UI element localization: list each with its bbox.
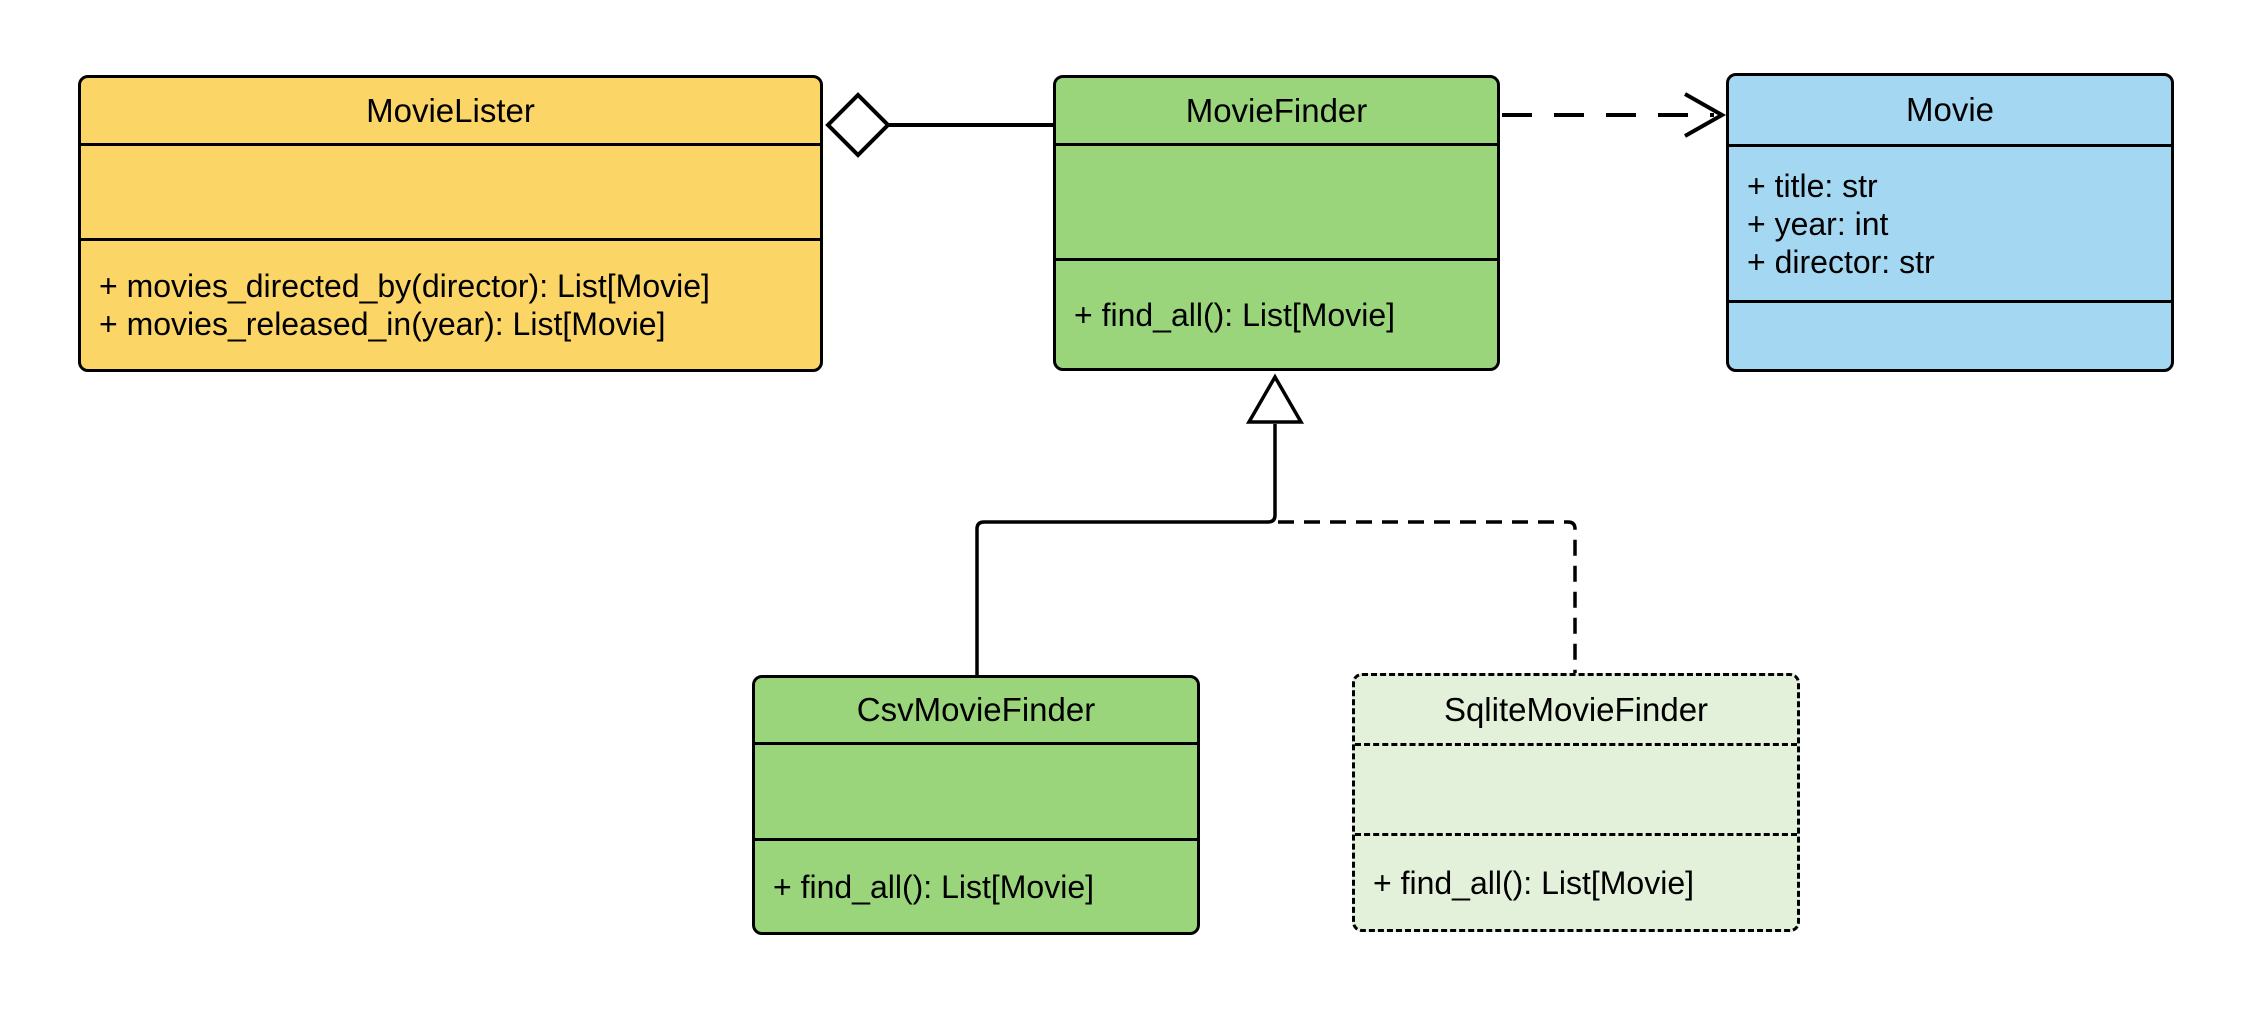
- open-arrowhead-marker: [1684, 92, 1727, 138]
- class-name: CsvMovieFinder: [856, 691, 1096, 728]
- class-title-compartment: Movie: [1729, 76, 2171, 144]
- class-box-moviefinder[interactable]: MovieFinder + find_all(): List[Movie]: [1053, 75, 1500, 371]
- class-attributes-compartment: + title: str + year: int + director: str: [1729, 144, 2171, 300]
- class-title-compartment: MovieLister: [81, 78, 820, 143]
- generalization-dashed-line[interactable]: [1278, 520, 1577, 674]
- generalization-connector-csv[interactable]: [975, 424, 1277, 676]
- hollow-triangle-marker: [1245, 373, 1305, 424]
- class-box-csvmoviefinder[interactable]: CsvMovieFinder + find_all(): List[Movie]: [752, 675, 1200, 935]
- dependency-connector[interactable]: [1502, 92, 1727, 138]
- class-title-compartment: MovieFinder: [1056, 78, 1497, 143]
- method-line: + movies_released_in(year): List[Movie]: [99, 306, 666, 342]
- class-methods-compartment: [1729, 300, 2171, 369]
- attribute-line: + director: str: [1747, 243, 1935, 280]
- class-methods-compartment: + find_all(): List[Movie]: [755, 838, 1197, 932]
- method-line: + find_all(): List[Movie]: [1074, 296, 1396, 333]
- class-title-compartment: CsvMovieFinder: [755, 678, 1197, 742]
- class-methods-compartment: + find_all(): List[Movie]: [1355, 833, 1797, 929]
- aggregation-connector[interactable]: [825, 92, 1056, 158]
- attribute-line: + title: str: [1747, 167, 1878, 204]
- method-line: + find_all(): List[Movie]: [1373, 864, 1695, 901]
- class-title-compartment: SqliteMovieFinder: [1355, 676, 1797, 743]
- attribute-line: + year: int: [1747, 205, 1889, 242]
- generalization-solid-line[interactable]: [975, 424, 1277, 676]
- class-name: MovieFinder: [1185, 91, 1368, 129]
- class-attributes-compartment: [1355, 743, 1797, 833]
- class-attributes-compartment: [755, 742, 1197, 838]
- class-methods-compartment: + find_all(): List[Movie]: [1056, 258, 1497, 368]
- method-line: + movies_directed_by(director): List[Mov…: [99, 268, 710, 304]
- class-box-movie[interactable]: Movie + title: str + year: int + directo…: [1726, 73, 2174, 372]
- class-box-movielister[interactable]: MovieLister + movies_directed_by(directo…: [78, 75, 823, 372]
- class-attributes-compartment: [81, 143, 820, 238]
- class-name: Movie: [1905, 91, 1995, 128]
- hollow-diamond-marker: [825, 92, 891, 158]
- class-methods-compartment: + movies_directed_by(director): List[Mov…: [81, 238, 820, 369]
- method-line: + find_all(): List[Movie]: [773, 868, 1095, 905]
- class-attributes-compartment: [1056, 143, 1497, 258]
- generalization-connector-sqlite[interactable]: [1278, 520, 1577, 674]
- class-name: MovieLister: [366, 91, 535, 129]
- class-name: SqliteMovieFinder: [1443, 690, 1709, 728]
- class-box-sqlitemoviefinder[interactable]: SqliteMovieFinder + find_all(): List[Mov…: [1352, 673, 1800, 932]
